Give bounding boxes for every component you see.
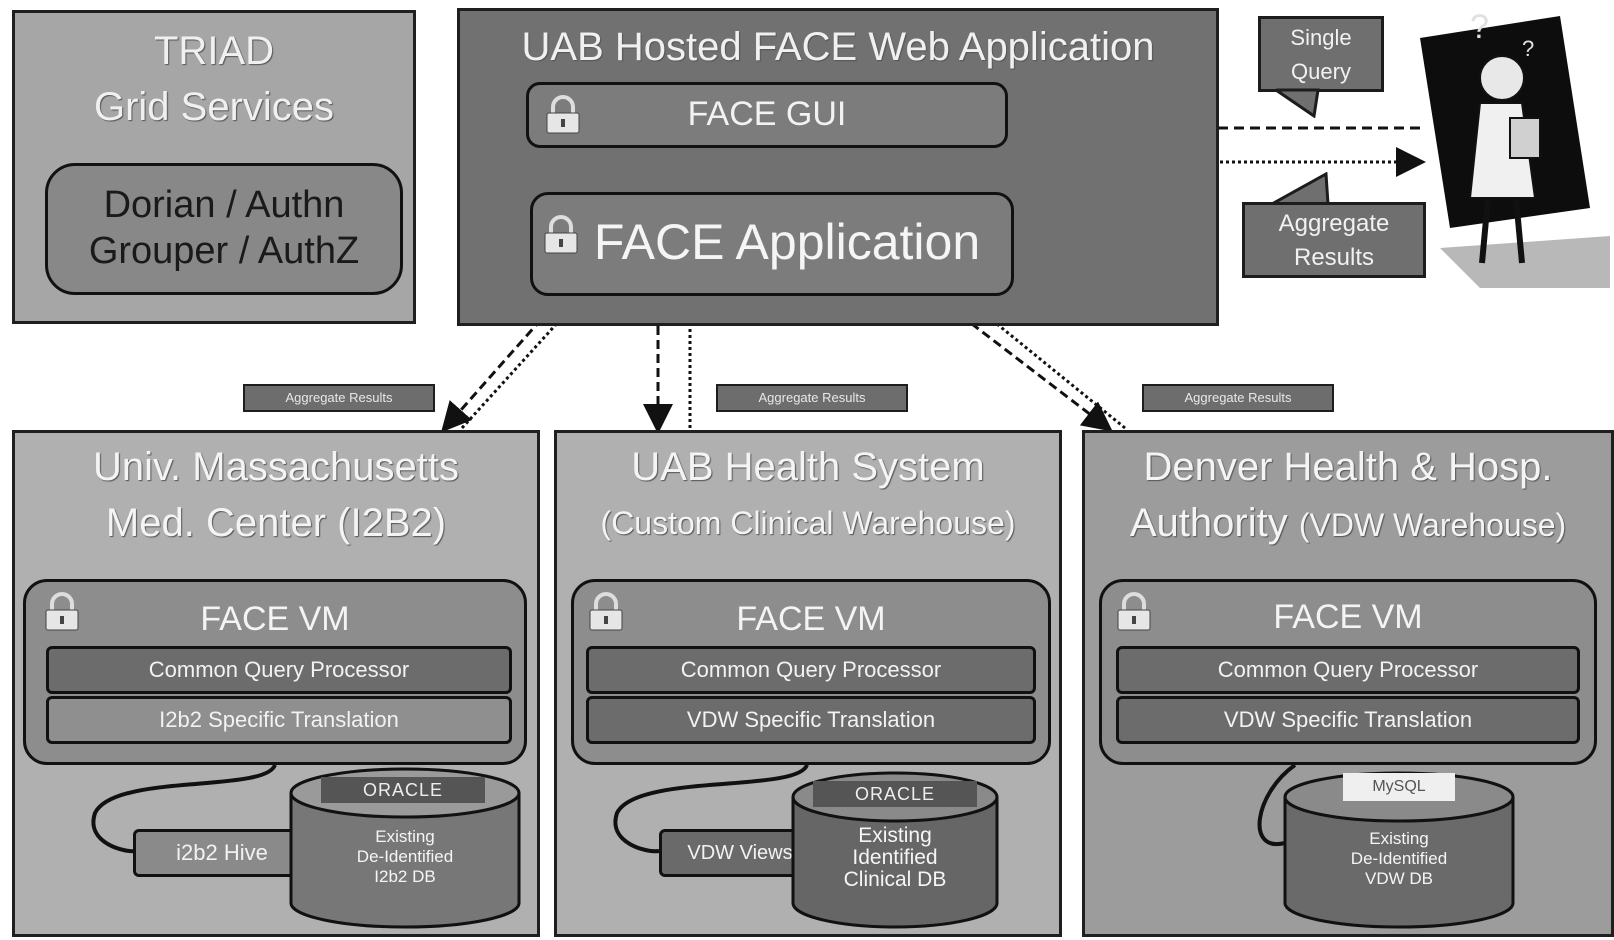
db-line2: De-Identified [356, 847, 454, 866]
database-cylinder: MySQL Existing De-Identified VDW DB [1281, 763, 1517, 933]
face-gui-label: FACE GUI [687, 95, 847, 133]
lock-icon [1117, 592, 1151, 631]
aggregate-results-callout: Aggregate Results [1242, 202, 1426, 278]
face-vm-box: FACE VM Common Query Processor VDW Speci… [1099, 579, 1597, 765]
translation-bar: VDW Specific Translation [1116, 696, 1580, 744]
face-vm-label: FACE VM [200, 600, 350, 638]
vm-to-hive-cable [91, 763, 277, 854]
lock-icon [589, 592, 623, 631]
database-cylinder: ORACLE Existing Identified Clinical DB [789, 763, 1001, 933]
db-line1: Existing [375, 827, 435, 846]
common-query-processor-bar: Common Query Processor [46, 646, 512, 694]
site-title-line2a: Authority [1129, 501, 1288, 545]
site-title-line2: Authority (VDW Warehouse) [1085, 501, 1611, 546]
dorian-authn-label: Dorian / Authn [103, 184, 345, 226]
svg-text:?: ? [1522, 36, 1534, 61]
site-denver-panel: Denver Health & Hosp. Authority (VDW War… [1082, 430, 1614, 937]
face-application-label: FACE Application [593, 214, 981, 270]
db-line2: De-Identified [1350, 849, 1448, 868]
vm-to-db-cable [1257, 763, 1297, 847]
face-gui-box: FACE GUI [526, 82, 1008, 148]
translation-bar: I2b2 Specific Translation [46, 696, 512, 744]
single-query-callout: Single Query [1258, 16, 1384, 92]
vm-to-views-cable [613, 763, 809, 854]
aggregate-results-text: Aggregate Results [1278, 210, 1390, 271]
connector-box: i2b2 Hive [133, 829, 311, 877]
lock-icon [544, 215, 578, 254]
common-query-processor-bar: Common Query Processor [1116, 646, 1580, 694]
aggregate-results-callout-tail [1270, 172, 1330, 206]
triad-title-line1: TRIAD [154, 29, 274, 73]
link-label-center: Aggregate Results [716, 384, 908, 412]
site-title-line1: Univ. Massachusetts [92, 445, 460, 489]
oracle-logo: ORACLE [813, 781, 977, 807]
single-query-callout-tail [1276, 88, 1320, 118]
face-vm-label: FACE VM [736, 600, 886, 638]
triad-panel: TRIAD Grid Services Dorian / Authn Group… [12, 10, 416, 324]
site-title-line2b: (VDW Warehouse) [1298, 507, 1567, 543]
common-query-processor-bar: Common Query Processor [586, 646, 1036, 694]
link-label-left: Aggregate Results [243, 384, 435, 412]
single-query-text: Single Query [1290, 25, 1352, 84]
translation-bar: VDW Specific Translation [586, 696, 1036, 744]
database-cylinder: ORACLE Existing De-Identified I2b2 DB [287, 763, 523, 933]
svg-text:?: ? [1470, 8, 1489, 46]
web-app-title: UAB Hosted FACE Web Application [521, 25, 1155, 69]
db-line3: I2b2 DB [374, 867, 436, 886]
site3-to-app-arrow [960, 294, 1126, 430]
mysql-logo: MySQL [1343, 773, 1455, 801]
lock-icon [546, 95, 580, 134]
site-title-line1: UAB Health System [631, 445, 985, 489]
site-title-line2: (Custom Clinical Warehouse) [600, 505, 1016, 541]
db-line3: VDW DB [1365, 869, 1433, 888]
face-application-box: FACE Application [530, 192, 1014, 296]
grouper-authz-label: Grouper / AuthZ [88, 230, 360, 272]
face-vm-box: FACE VM Common Query Processor VDW Speci… [571, 579, 1051, 765]
site-title-line1: Denver Health & Hosp. [1143, 445, 1553, 489]
db-line3: Clinical DB [843, 868, 947, 891]
face-vm-label: FACE VM [1273, 598, 1423, 636]
oracle-logo: ORACLE [321, 777, 485, 803]
site-uab-panel: UAB Health System (Custom Clinical Wareh… [554, 430, 1062, 937]
db-line1: Existing [1369, 829, 1429, 848]
site-umass-panel: Univ. Massachusetts Med. Center (I2B2) F… [12, 430, 540, 937]
triad-auth-box: Dorian / Authn Grouper / AuthZ [45, 163, 403, 295]
site-title-line2: Med. Center (I2B2) [105, 501, 447, 545]
triad-title-line2: Grid Services [93, 85, 335, 129]
researcher-figure: ? ? [1420, 8, 1610, 288]
db-line1: Existing [858, 824, 932, 847]
db-line2: Identified [852, 846, 938, 869]
lock-icon [45, 592, 79, 631]
link-label-right: Aggregate Results [1142, 384, 1334, 412]
face-vm-box: FACE VM Common Query Processor I2b2 Spec… [23, 579, 527, 765]
